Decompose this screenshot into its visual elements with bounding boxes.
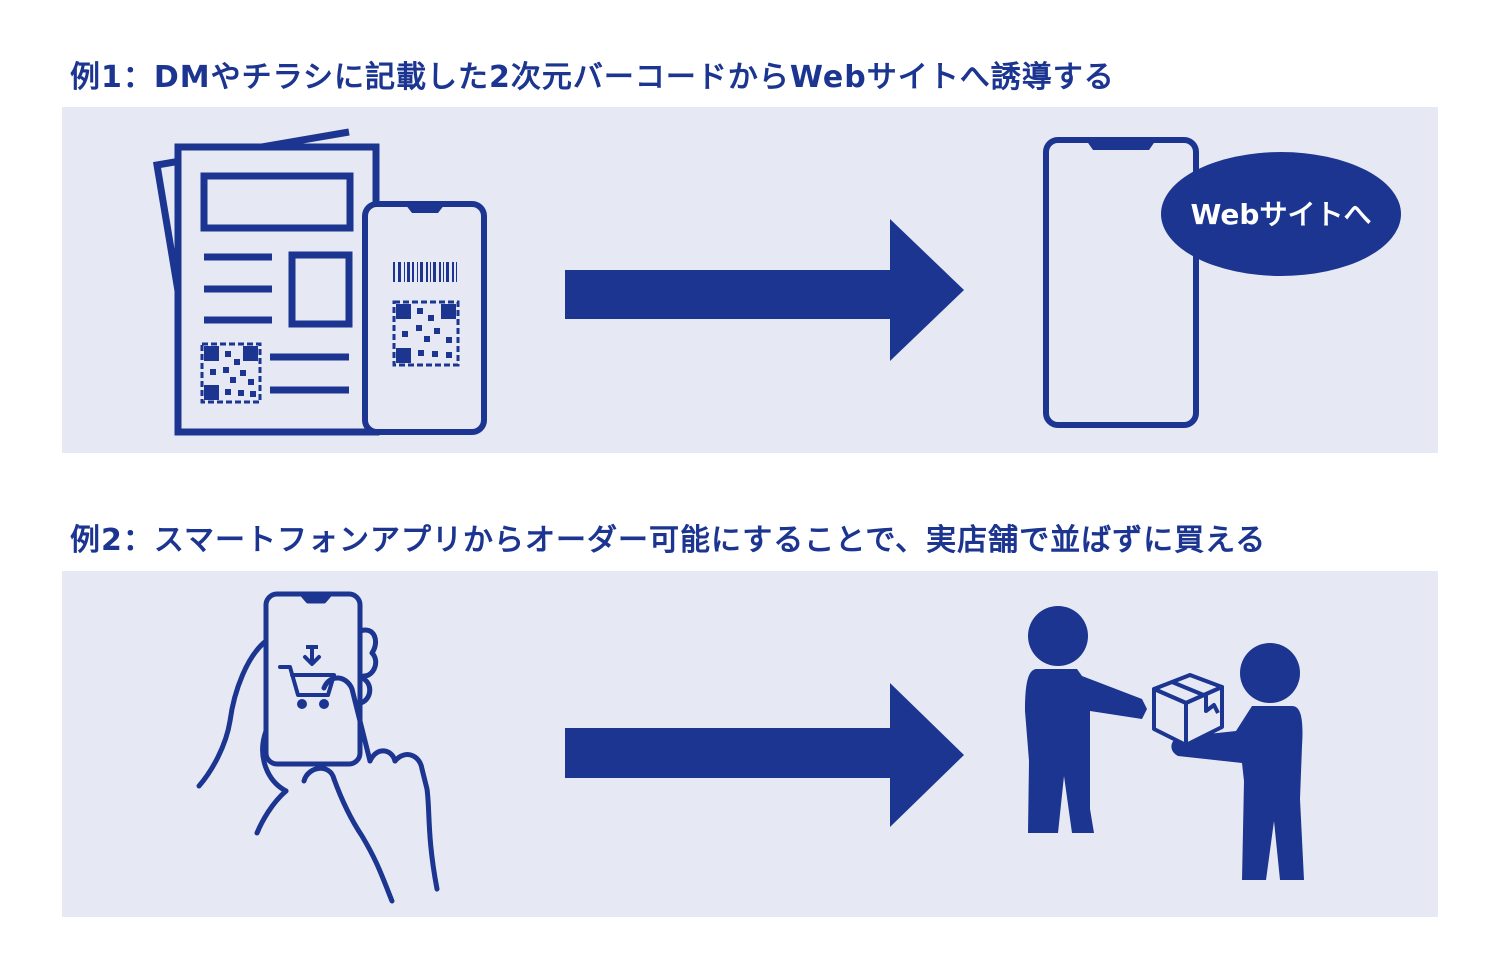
example2-heading: 例2：スマートフォンアプリからオーダー可能にすることで、実店舗で並ばずに買える <box>70 523 1267 558</box>
example1-heading: 例1：DMやチラシに記載した2次元バーコードからWebサイトへ誘導する <box>70 60 1115 95</box>
package-icon <box>1152 673 1224 747</box>
hands-holding-phone-icon <box>196 591 440 904</box>
right-arrow-icon <box>565 683 964 827</box>
people-handing-package-icon <box>1025 606 1304 880</box>
example2-panel <box>62 571 1438 917</box>
phone-with-codes-icon <box>362 201 487 435</box>
flyer-icon <box>152 128 380 436</box>
flyer-qr-code-icon <box>200 342 262 404</box>
smartphone-icon <box>1043 137 1199 428</box>
shopping-cart-icon <box>278 645 336 709</box>
example1-illustration: Webサイトへ <box>152 128 1401 436</box>
example2-illustration <box>196 591 1304 904</box>
example1-panel: Webサイトへ <box>62 107 1438 453</box>
speech-bubble-icon: Webサイトへ <box>1161 152 1401 276</box>
bubble-text: Webサイトへ <box>1191 198 1372 231</box>
right-arrow-icon <box>565 219 964 361</box>
phone-qr-code-icon <box>392 300 460 367</box>
